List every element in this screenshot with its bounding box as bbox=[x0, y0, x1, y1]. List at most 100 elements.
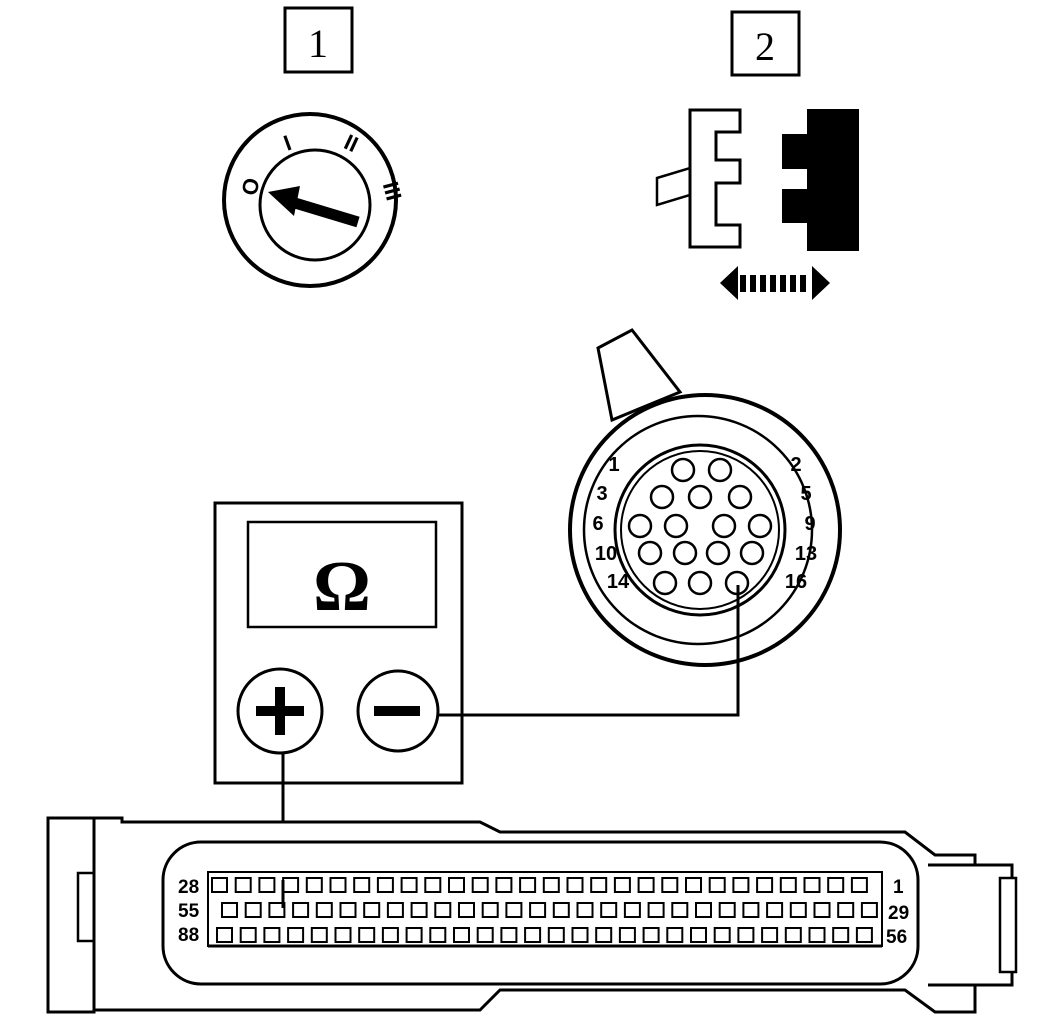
pin-label-5: 5 bbox=[800, 483, 811, 505]
ecu-pin bbox=[613, 877, 631, 893]
ecu-pin bbox=[519, 877, 537, 893]
ecu-pin bbox=[453, 927, 470, 943]
ecu-pin bbox=[234, 877, 252, 893]
ecu-pin bbox=[268, 902, 286, 918]
ecu-pin bbox=[695, 902, 712, 918]
ecu-pin bbox=[287, 927, 305, 943]
ecu-pin bbox=[458, 902, 475, 918]
ecu-pin bbox=[566, 877, 584, 893]
row-label-28: 28 bbox=[178, 877, 199, 898]
ecu-pin bbox=[642, 927, 660, 943]
ecu-pin bbox=[779, 877, 797, 893]
ecu-pin bbox=[732, 877, 750, 893]
ecu-pin bbox=[789, 902, 807, 918]
ecu-pin bbox=[571, 927, 589, 943]
ecu-pin bbox=[434, 902, 452, 918]
ecu-pin bbox=[495, 877, 513, 893]
ecu-pin bbox=[386, 902, 404, 918]
ecu-pin bbox=[524, 927, 542, 943]
ecu-pin bbox=[756, 877, 774, 893]
ohm-symbol: Ω bbox=[313, 546, 371, 626]
ecu-pin bbox=[505, 902, 523, 918]
ecu-pin bbox=[339, 902, 357, 918]
ecu-pin bbox=[690, 927, 707, 943]
ecu-pin bbox=[542, 877, 560, 893]
pin-label-16: 16 bbox=[785, 571, 807, 593]
ecu-pin bbox=[737, 927, 755, 943]
ecu-pin bbox=[666, 927, 684, 943]
ecu-pin bbox=[855, 927, 873, 943]
ecu-pin bbox=[637, 877, 655, 893]
ecu-pin bbox=[623, 902, 641, 918]
ecu-pin bbox=[334, 927, 352, 943]
ecu-pin bbox=[595, 927, 613, 943]
ecu-pin bbox=[742, 902, 760, 918]
ecu-pin bbox=[827, 877, 845, 893]
ecu-pin bbox=[590, 877, 608, 893]
pin-label-2: 2 bbox=[790, 454, 801, 476]
pin-label-1: 1 bbox=[608, 454, 619, 476]
ecu-pin bbox=[547, 927, 565, 943]
ecu-pin bbox=[329, 877, 347, 893]
ecu-pin bbox=[713, 927, 731, 943]
ecu-pin bbox=[813, 902, 831, 918]
ohmmeter: Ω bbox=[213, 501, 464, 785]
ecu-pin bbox=[376, 877, 394, 893]
ecu-pin bbox=[410, 902, 428, 918]
ecu-pin bbox=[263, 927, 281, 943]
ecu-pin bbox=[353, 877, 371, 893]
ecu-pin bbox=[671, 902, 689, 918]
ecu-pin bbox=[310, 927, 328, 943]
ecu-pin bbox=[647, 902, 665, 918]
pin-label-10: 10 bbox=[595, 543, 617, 565]
negative-terminal bbox=[356, 669, 440, 753]
ecu-pin bbox=[837, 902, 855, 918]
ecu-pin bbox=[429, 927, 447, 943]
ecu-pin bbox=[500, 927, 518, 943]
row-label-56: 56 bbox=[886, 927, 907, 948]
ecu-pin bbox=[618, 927, 636, 943]
round-connector: 1 2 3 5 6 9 10 13 14 16 bbox=[568, 328, 842, 667]
ecu-pin bbox=[216, 927, 233, 943]
ecu-pin bbox=[221, 902, 238, 918]
step-2-label: 2 bbox=[755, 24, 775, 69]
ecu-pin bbox=[424, 877, 442, 893]
step-2-box: 2 bbox=[730, 10, 801, 77]
ecu-pin bbox=[239, 927, 257, 943]
ecu-pin bbox=[529, 902, 547, 918]
ecu-pin bbox=[832, 927, 850, 943]
connector-pins bbox=[627, 457, 773, 596]
pin-label-3: 3 bbox=[596, 483, 607, 505]
ecu-pin bbox=[600, 902, 618, 918]
step-1-box: 1 bbox=[283, 6, 354, 74]
ecu-pin bbox=[211, 877, 228, 893]
pin-label-13: 13 bbox=[795, 543, 817, 565]
row-label-29: 29 bbox=[888, 903, 909, 924]
pin-label-9: 9 bbox=[804, 513, 815, 535]
ecu-pin bbox=[576, 902, 594, 918]
row-label-88: 88 bbox=[178, 925, 199, 946]
ecu-pin bbox=[244, 902, 262, 918]
ecu-pin bbox=[363, 902, 381, 918]
ecu-pin bbox=[803, 877, 821, 893]
ecu-pin bbox=[282, 877, 300, 893]
ecu-pin bbox=[761, 927, 779, 943]
step-1-label: 1 bbox=[308, 21, 328, 66]
ecu-pin bbox=[258, 877, 276, 893]
ecu-pin bbox=[292, 902, 310, 918]
ignition-switch-icon: O I II III bbox=[222, 112, 407, 288]
pin-label-14: 14 bbox=[607, 571, 630, 593]
ecu-pin bbox=[476, 927, 494, 943]
ecu-pin bbox=[784, 927, 802, 943]
ecu-pin bbox=[358, 927, 376, 943]
disconnect-connector-icon bbox=[655, 108, 859, 300]
ecu-pin bbox=[808, 927, 826, 943]
ecu-pin bbox=[708, 877, 726, 893]
ecu-pin bbox=[552, 902, 570, 918]
ecu-pin bbox=[481, 902, 499, 918]
ecu-pin bbox=[400, 877, 418, 893]
ecu-pin-grid bbox=[211, 877, 878, 943]
ecu-pin bbox=[305, 877, 323, 893]
ecu-pin bbox=[850, 877, 868, 893]
